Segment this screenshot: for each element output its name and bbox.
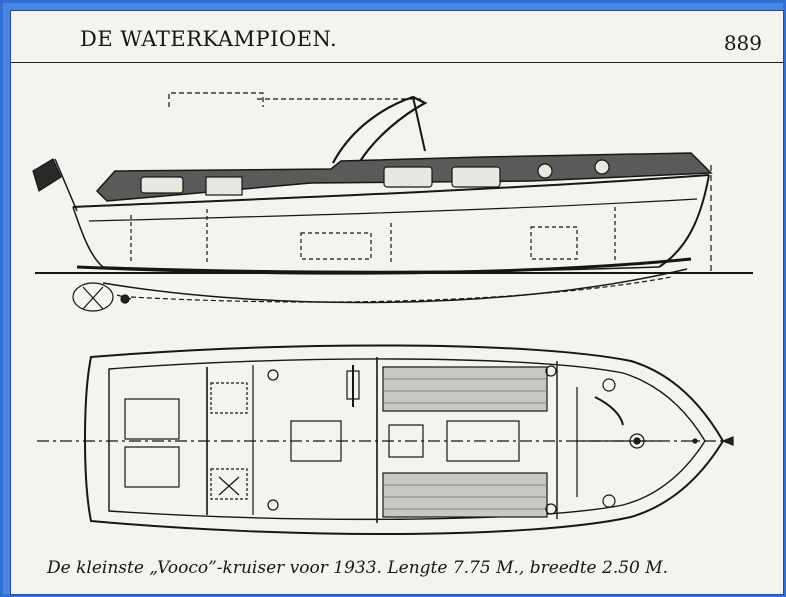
running-header-title: DE WATERKAMPIOEN. bbox=[80, 27, 338, 51]
side-elevation bbox=[32, 92, 753, 312]
page-number: 889 bbox=[723, 31, 762, 55]
scanned-page: DE WATERKAMPIOEN. 889 bbox=[10, 10, 784, 595]
header-rule bbox=[11, 62, 783, 63]
figure-caption: De kleinste „Vooco”-kruiser voor 1933. L… bbox=[47, 558, 669, 578]
plan-view bbox=[37, 344, 734, 536]
boat-plan-drawing bbox=[32, 92, 753, 536]
